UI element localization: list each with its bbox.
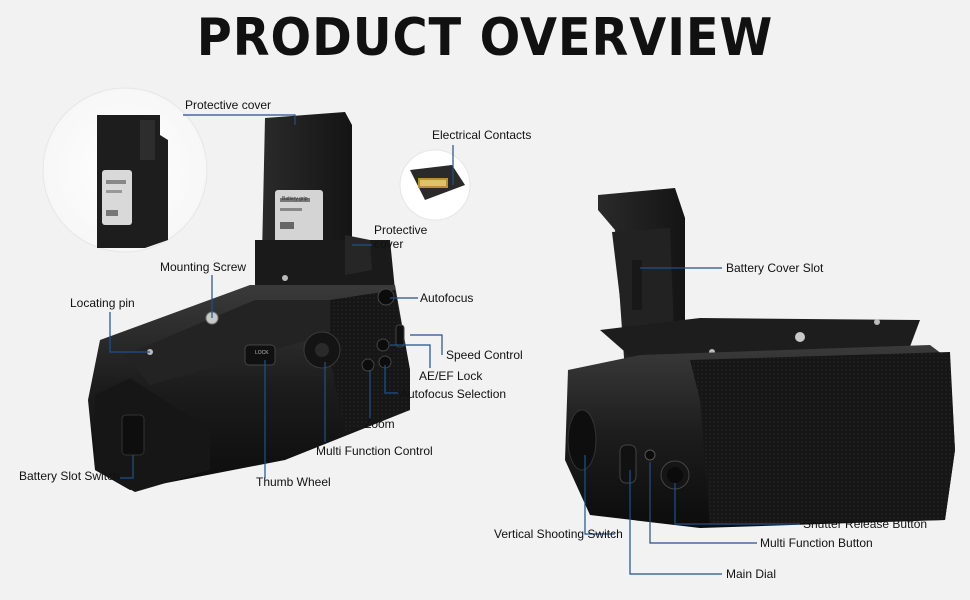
right-battery-grip (565, 188, 955, 528)
label-protective-cover-top: Protective cover (185, 98, 272, 112)
label-shutter-release-button: Shutter Release Button (803, 517, 928, 531)
lock-marking: LOCK (255, 350, 269, 356)
label-battery-slot-switch: Battery Slot Switch (19, 469, 120, 483)
label-battery-cover-slot: Battery Cover Slot (726, 261, 824, 275)
label-autofocus-selection: Autofocus Selection (400, 387, 507, 401)
label-electrical-contacts: Electrical Contacts (432, 128, 532, 142)
label-ae-ef-lock: AE/EF Lock (419, 369, 483, 383)
label-main-dial: Main Dial (726, 567, 777, 581)
leader-lines (109, 114, 800, 575)
page-title: PRODUCT OVERVIEW (196, 8, 774, 68)
contacts-inset (399, 149, 471, 221)
label-locating-pin: Locating pin (70, 296, 135, 310)
label-mounting-screw: Mounting Screw (160, 260, 247, 274)
label-multi-function-control: Multi Function Control (316, 444, 433, 458)
label-autofocus: Autofocus (420, 291, 474, 305)
label-zoom: Zoom (364, 417, 395, 431)
label-speed-control: Speed Control (446, 348, 523, 362)
left-battery-grip: LOCK (88, 112, 410, 492)
label-protective-cover-side-2: cover (374, 237, 404, 251)
label-protective-cover-side-1: Protective (374, 223, 428, 237)
battery-marking: Battery grip (282, 196, 308, 202)
label-vertical-shooting-switch: Vertical Shooting Switch (494, 527, 623, 541)
label-thumb-wheel: Thumb Wheel (256, 475, 331, 489)
label-multi-function-button: Multi Function Button (760, 536, 873, 550)
battery-inset (42, 87, 208, 253)
